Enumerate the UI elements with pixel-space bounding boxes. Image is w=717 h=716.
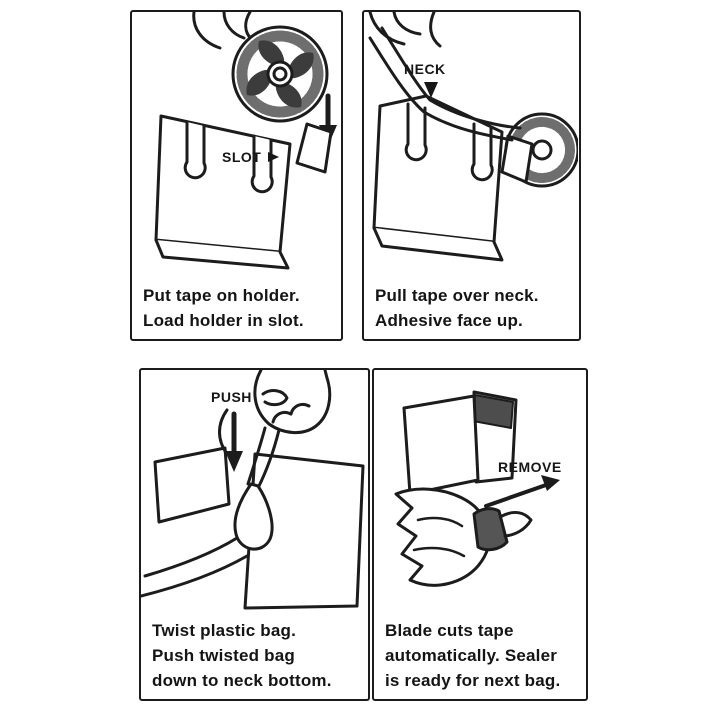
pull-tape-illustration: NECK (368, 12, 578, 262)
caption-load-tape: Put tape on holder. Load holder in slot. (143, 283, 339, 333)
caption-remove-bag: Blade cuts tape automatically. Sealer is… (385, 618, 584, 693)
caption-line: Put tape on holder. (143, 286, 300, 305)
neck-pointer-icon (424, 82, 438, 98)
tape-band (368, 26, 522, 142)
caption-line: Load holder in slot. (143, 311, 304, 330)
sealer-body (402, 390, 518, 496)
panel-load-tape: SLOT Put tape on holder. Load holder in … (130, 10, 343, 341)
panel-push-bag: PUSH Twist plastic bag. Push twisted bag… (139, 368, 370, 701)
down-arrow-icon (225, 411, 243, 472)
caption-line: Push twisted bag (152, 646, 295, 665)
push-bag-illustration: PUSH (141, 370, 365, 610)
slot-pointer-icon (268, 152, 279, 162)
caption-line: down to neck bottom. (152, 671, 332, 690)
remove-arrow-icon (484, 475, 560, 508)
tape-roll (500, 112, 578, 188)
tape-roll (231, 25, 329, 123)
neck-label: NECK (404, 61, 446, 77)
load-tape-illustration: SLOT (154, 12, 337, 270)
caption-line: Pull tape over neck. (375, 286, 539, 305)
push-label: PUSH (211, 389, 252, 405)
hand-fist (253, 370, 332, 434)
caption-line: Twist plastic bag. (152, 621, 297, 640)
remove-bag-illustration: REMOVE (394, 390, 562, 587)
slot-label: SLOT (222, 149, 261, 165)
panel-remove-bag: REMOVE Blade cuts tape automatically. Se… (372, 368, 588, 701)
caption-push-bag: Twist plastic bag. Push twisted bag down… (152, 618, 366, 693)
caption-pull-tape: Pull tape over neck. Adhesive face up. (375, 283, 577, 333)
sealed-bag (394, 487, 533, 587)
panel-pull-tape: NECK Pull tape over neck. Adhesive face … (362, 10, 581, 341)
caption-line: automatically. Sealer (385, 646, 558, 665)
holder-plate-left (153, 446, 231, 524)
caption-line: Adhesive face up. (375, 311, 523, 330)
remove-label: REMOVE (498, 459, 562, 475)
bag-folds (141, 408, 249, 598)
caption-line: Blade cuts tape (385, 621, 514, 640)
caption-line: is ready for next bag. (385, 671, 561, 690)
holder-plate (154, 114, 333, 270)
twisted-bag (233, 426, 281, 551)
hand-fingers (368, 12, 442, 48)
